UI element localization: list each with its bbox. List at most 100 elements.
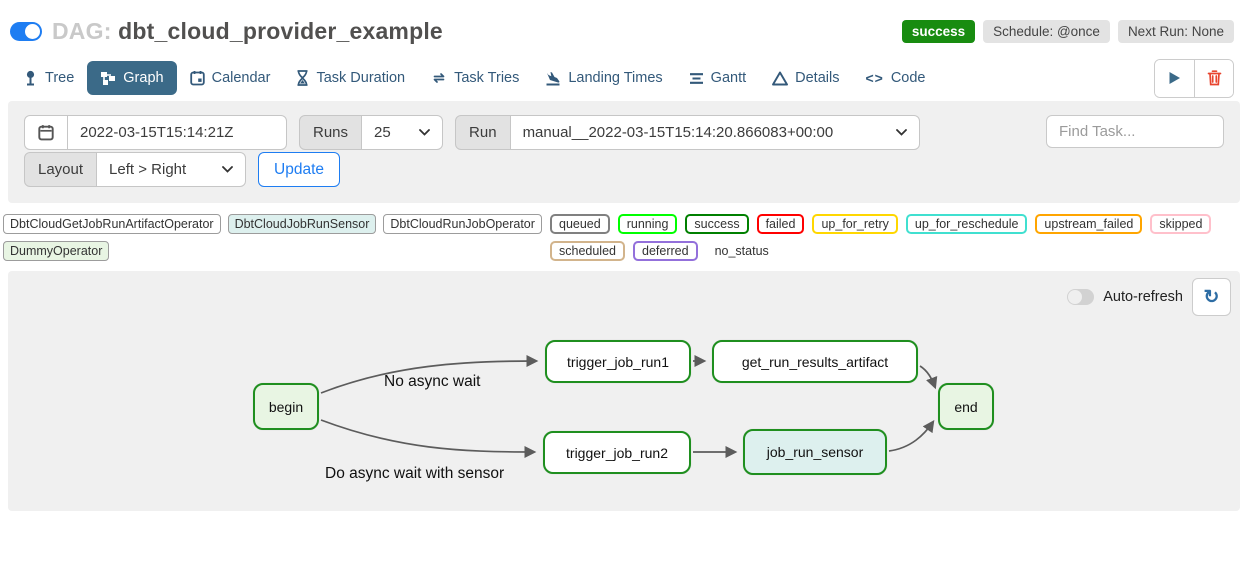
page-title: DAG: dbt_cloud_provider_example: [52, 18, 443, 45]
play-icon: [1169, 72, 1180, 84]
state-pill[interactable]: skipped: [1150, 214, 1212, 234]
runs-value: 25: [374, 124, 391, 141]
refresh-icon: ↻: [1203, 286, 1220, 308]
edge-label-no-async: No async wait: [384, 373, 481, 390]
calendar-icon: [38, 125, 54, 141]
runs-group: Runs 25: [299, 115, 444, 150]
chevron-down-icon: [419, 129, 430, 136]
hourglass-icon: [297, 70, 308, 86]
schedule-badge: Schedule: @once: [983, 20, 1110, 43]
chevron-down-icon: [222, 166, 233, 173]
operator-pill: DbtCloudGetJobRunArtifactOperator: [3, 214, 221, 234]
next-run-badge: Next Run: None: [1117, 20, 1234, 43]
run-label: Run: [455, 115, 511, 150]
tab-task-tries[interactable]: Task Tries: [418, 61, 532, 95]
state-pill[interactable]: success: [685, 214, 749, 234]
operator-pill: DbtCloudRunJobOperator: [383, 214, 542, 234]
tab-label: Tree: [45, 70, 75, 86]
runs-select[interactable]: 25: [361, 115, 444, 150]
find-task-input[interactable]: [1046, 115, 1224, 148]
runs-label: Runs: [299, 115, 363, 150]
task-node-get-run-results-artifact[interactable]: get_run_results_artifact: [712, 340, 918, 383]
graph-panel: Auto-refresh ↻ No async wait Do async wa…: [8, 271, 1240, 511]
code-icon: <>: [865, 70, 884, 86]
edge-artifact-end: [919, 365, 938, 390]
legend: DbtCloudGetJobRunArtifactOperator DbtClo…: [0, 203, 1248, 269]
tab-tree[interactable]: Tree: [10, 61, 87, 95]
repeat-icon: [433, 73, 445, 83]
graph-icon: [101, 71, 116, 85]
trigger-dag-button[interactable]: [1155, 59, 1194, 97]
delete-dag-button[interactable]: [1194, 59, 1233, 97]
gantt-icon: [689, 72, 703, 84]
edge-begin-run2: [320, 419, 537, 458]
task-node-begin[interactable]: begin: [253, 383, 319, 430]
dag-pause-toggle[interactable]: [10, 22, 42, 41]
task-node-trigger-job-run2[interactable]: trigger_job_run2: [543, 431, 691, 474]
plane-landing-icon: [546, 71, 560, 85]
state-pill[interactable]: up_for_reschedule: [905, 214, 1028, 234]
operator-legend: DbtCloudGetJobRunArtifactOperator DbtClo…: [3, 214, 550, 261]
edge-sensor-end: [888, 420, 935, 452]
state-pill[interactable]: no_status: [705, 241, 778, 261]
tab-label: Task Tries: [454, 70, 520, 86]
chevron-down-icon: [895, 129, 907, 136]
layout-value: Left > Right: [109, 161, 187, 178]
state-pill[interactable]: failed: [756, 214, 805, 234]
auto-refresh-label: Auto-refresh: [1103, 289, 1183, 305]
toggle-knob: [25, 24, 40, 39]
tab-label: Code: [890, 70, 926, 86]
tab-gantt[interactable]: Gantt: [676, 61, 759, 95]
layout-select[interactable]: Left > Right: [96, 152, 247, 187]
layout-group: Layout Left > Right: [24, 152, 247, 187]
details-icon: [772, 71, 789, 85]
tab-label: Landing Times: [568, 70, 663, 86]
layout-label: Layout: [24, 152, 98, 187]
tab-label: Graph: [123, 70, 164, 86]
state-pill[interactable]: upstream_failed: [1035, 214, 1143, 234]
tab-code[interactable]: <> Code: [852, 61, 938, 95]
view-tabbar: Tree Graph Calendar Task Duration Task T…: [0, 55, 1248, 101]
state-pill[interactable]: queued: [550, 214, 610, 234]
task-node-end[interactable]: end: [938, 383, 994, 430]
dag-name: dbt_cloud_provider_example: [118, 18, 443, 44]
calendar-icon: [189, 71, 205, 86]
dag-prefix: DAG:: [52, 18, 112, 44]
task-node-job-run-sensor[interactable]: job_run_sensor: [743, 429, 887, 475]
tab-label: Calendar: [211, 70, 271, 86]
state-pill[interactable]: running: [617, 214, 678, 234]
operator-pill: DbtCloudJobRunSensor: [227, 214, 377, 234]
edge-begin-run1: [320, 355, 539, 394]
task-node-trigger-job-run1[interactable]: trigger_job_run1: [545, 340, 691, 383]
tree-icon: [26, 70, 35, 86]
update-button[interactable]: Update: [258, 152, 341, 187]
dag-edges: [320, 355, 938, 458]
run-select[interactable]: manual__2022-03-15T15:14:20.866083+00:00: [509, 115, 920, 150]
state-pill[interactable]: up_for_retry: [812, 214, 898, 234]
filter-panel: Runs 25 Run manual__2022-03-15T15:14:20.…: [8, 101, 1240, 203]
base-date-group: [24, 115, 287, 150]
dag-status-badge: success: [901, 20, 976, 43]
base-date-input[interactable]: [67, 115, 287, 150]
operator-pill: DummyOperator: [3, 241, 110, 261]
tab-label: Gantt: [710, 70, 747, 86]
edge-label-async-sensor: Do async wait with sensor: [325, 465, 505, 482]
tab-task-duration[interactable]: Task Duration: [283, 61, 418, 95]
trash-icon: [1207, 70, 1221, 86]
refresh-button[interactable]: ↻: [1192, 278, 1231, 316]
auto-refresh-toggle[interactable]: [1067, 289, 1095, 305]
tab-label: Task Duration: [316, 70, 406, 86]
tab-label: Details: [795, 70, 840, 86]
tab-details[interactable]: Details: [759, 61, 852, 95]
datepicker-button[interactable]: [24, 115, 68, 150]
state-pill[interactable]: deferred: [633, 241, 698, 261]
run-value: manual__2022-03-15T15:14:20.866083+00:00: [522, 124, 834, 141]
tab-graph[interactable]: Graph: [87, 61, 177, 95]
state-legend: queued running success failed up_for_ret…: [550, 214, 1240, 261]
run-group: Run manual__2022-03-15T15:14:20.866083+0…: [455, 115, 920, 150]
toggle-knob: [1068, 290, 1083, 304]
tab-landing-times[interactable]: Landing Times: [532, 61, 675, 95]
state-pill[interactable]: scheduled: [550, 241, 625, 261]
dag-actions: [1154, 58, 1234, 98]
tab-calendar[interactable]: Calendar: [177, 61, 284, 95]
